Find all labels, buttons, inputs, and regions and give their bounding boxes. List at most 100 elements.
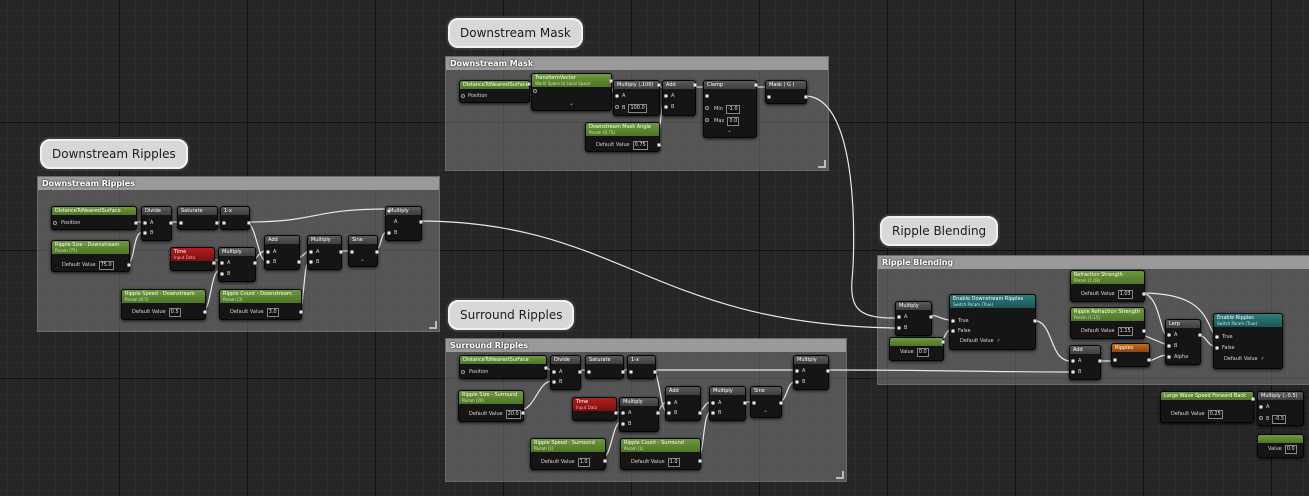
chevron-down-icon[interactable]: ⌄ — [569, 100, 575, 107]
node-multiply-count-surround[interactable]: Multiply A B — [709, 386, 747, 421]
input-pin[interactable] — [705, 94, 709, 98]
input-pin-b[interactable] — [615, 105, 619, 109]
input-pin-a[interactable] — [266, 250, 270, 254]
input-pin-b[interactable] — [143, 231, 147, 235]
input-pin[interactable] — [629, 370, 633, 374]
output-pin[interactable] — [1147, 358, 1151, 362]
output-pin[interactable] — [1198, 333, 1202, 337]
output-pin[interactable] — [134, 221, 138, 225]
node-add[interactable]: Add A B — [662, 80, 697, 116]
min-value[interactable]: Min-1.0 — [714, 105, 740, 114]
output-pin[interactable] — [743, 401, 747, 405]
input-pin-a[interactable] — [897, 315, 901, 319]
comment-bubble-ripple-blending[interactable]: Ripple Blending — [880, 216, 999, 246]
input-pin-true[interactable] — [951, 319, 955, 323]
output-pin[interactable] — [375, 250, 379, 254]
input-pin[interactable] — [350, 250, 354, 254]
output-pin[interactable] — [693, 83, 697, 87]
node-add-blend[interactable]: Add A B — [1069, 345, 1102, 380]
input-pin[interactable] — [461, 94, 465, 98]
input-pin[interactable] — [222, 221, 226, 225]
node-sine-surround[interactable]: Sine ⌄ — [750, 386, 783, 418]
input-pin-false[interactable] — [1215, 346, 1219, 350]
input-pin[interactable] — [533, 89, 537, 93]
input-pin-b[interactable] — [621, 422, 625, 426]
node-one-minus[interactable]: 1-x — [220, 206, 251, 230]
input-pin-b[interactable] — [1071, 370, 1075, 374]
output-pin[interactable] — [253, 261, 257, 265]
node-distance-nearest[interactable]: DistanceToNearestSurface Position — [51, 206, 138, 230]
node-multiply-blend[interactable]: Multiply A B — [895, 301, 933, 336]
input-pin-a[interactable] — [711, 401, 715, 405]
output-pin[interactable] — [212, 261, 216, 265]
input-pin-a[interactable] — [615, 94, 619, 98]
output-pin[interactable] — [169, 221, 173, 225]
default-value-checkbox[interactable]: Default Value✓ — [960, 338, 1001, 344]
output-pin[interactable] — [127, 263, 131, 267]
pin-b-value[interactable]: B-0.5 — [1266, 415, 1287, 424]
output-pin[interactable] — [698, 459, 702, 463]
input-pin-a[interactable] — [552, 370, 556, 374]
chevron-down-icon[interactable]: ⌄ — [360, 256, 366, 263]
input-pin-a[interactable] — [1167, 333, 1171, 337]
default-value-checkbox[interactable]: Default Value✓ — [1224, 356, 1265, 362]
input-pin[interactable] — [767, 95, 771, 99]
input-pin-b[interactable] — [552, 380, 556, 384]
input-pin-a[interactable] — [1071, 359, 1075, 363]
output-pin[interactable] — [826, 369, 830, 373]
input-pin-a[interactable] — [795, 369, 799, 373]
comment-bubble-surround-ripples[interactable]: Surround Ripples — [448, 300, 575, 330]
chevron-down-icon[interactable]: ⌄ — [727, 127, 733, 134]
input-pin[interactable] — [1113, 358, 1117, 362]
input-pin-a[interactable] — [220, 261, 224, 265]
input-pin-b[interactable] — [266, 260, 270, 264]
node-saturate[interactable]: Saturate — [177, 206, 219, 230]
input-pin-a[interactable] — [1259, 405, 1263, 409]
input-pin[interactable] — [752, 401, 756, 405]
output-pin[interactable] — [779, 401, 783, 405]
output-pin[interactable] — [1033, 319, 1037, 323]
output-pin[interactable] — [657, 143, 661, 147]
input-pin-b[interactable] — [667, 411, 671, 415]
output-pin[interactable] — [653, 370, 657, 374]
input-pin-b[interactable] — [309, 260, 313, 264]
output-pin[interactable] — [609, 79, 613, 83]
node-add-surround[interactable]: Add A B — [665, 386, 702, 421]
input-pin-b[interactable] — [220, 272, 224, 276]
input-pin-b[interactable] — [1259, 416, 1263, 420]
input-pin-b[interactable] — [711, 411, 715, 415]
resize-handle[interactable] — [836, 471, 844, 479]
node-ripples-reroute[interactable]: Ripples — [1111, 343, 1151, 367]
output-pin[interactable] — [621, 370, 625, 374]
input-pin-b[interactable] — [1167, 344, 1171, 348]
output-pin[interactable] — [754, 83, 758, 87]
node-saturate-surround[interactable]: Saturate — [585, 355, 625, 379]
output-pin[interactable] — [521, 411, 525, 415]
node-multiply-time-surround[interactable]: Multiply A B — [619, 397, 660, 432]
node-divide-surround[interactable]: Divide A B — [550, 355, 582, 390]
output-pin[interactable] — [299, 310, 303, 314]
output-pin[interactable] — [698, 411, 702, 415]
input-pin-a[interactable] — [621, 411, 625, 415]
output-pin[interactable] — [656, 411, 660, 415]
